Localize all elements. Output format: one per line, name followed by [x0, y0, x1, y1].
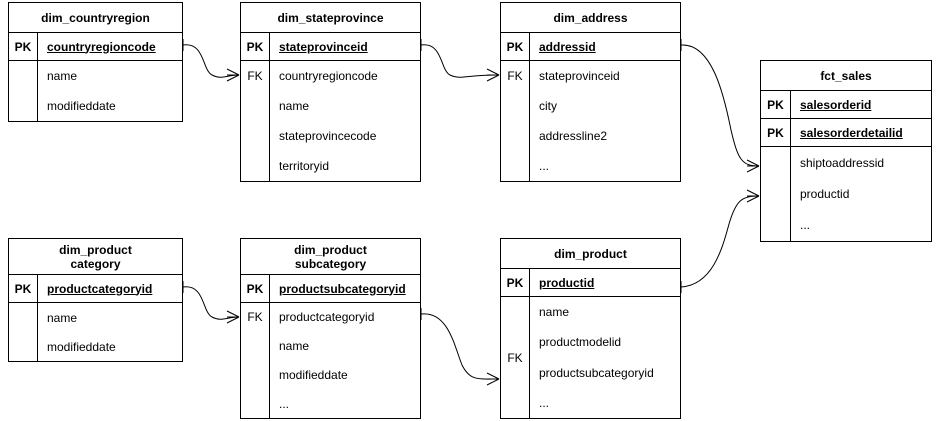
relationship-productcategory-subcategory	[182, 281, 240, 324]
key-label-fk: FK	[241, 61, 270, 181]
attribute-productid: productid	[539, 275, 595, 290]
attribute-productcategoryid: productcategoryid	[47, 281, 153, 296]
entity-key-row[interactable]: PK addressid	[501, 33, 680, 61]
entity-key-row[interactable]: PK productsubcategoryid	[241, 275, 420, 303]
attribute-list: stateprovinceid city addressline2 ...	[530, 61, 680, 181]
entity-attribute-block: name modifieddate	[9, 303, 182, 361]
attribute-productsubcategoryid: productsubcategoryid	[539, 365, 654, 380]
entity-key-row[interactable]: PK productid	[501, 269, 680, 297]
entity-fct-sales[interactable]: fct_sales PK salesorderid PK salesorderd…	[760, 60, 932, 242]
attribute-stateprovincecode: stateprovincecode	[279, 129, 377, 143]
attribute-productsubcategoryid: productsubcategoryid	[279, 281, 406, 296]
attribute-list: name productmodelid productsubcategoryid…	[530, 297, 680, 418]
attribute-salesorderdetailid: salesorderdetailid	[800, 125, 903, 140]
entity-key-row[interactable]: PK stateprovinceid	[241, 33, 420, 61]
attribute-countryregioncode: countryregioncode	[279, 69, 378, 83]
attribute-stateprovinceid: stateprovinceid	[279, 39, 368, 54]
entity-attribute-block: name modifieddate	[9, 61, 182, 121]
attribute-list: shiptoaddressid productid ...	[791, 147, 931, 241]
entity-attribute-block: shiptoaddressid productid ...	[761, 147, 931, 241]
key-label-pk: PK	[501, 269, 530, 296]
key-label-pk: PK	[9, 275, 38, 302]
entity-title: dim_address	[501, 3, 680, 33]
attribute-ellipsis: ...	[539, 395, 550, 410]
entity-dim-address[interactable]: dim_address PK addressid FK stateprovinc…	[500, 2, 681, 182]
attribute-shiptoaddressid: shiptoaddressid	[800, 155, 885, 170]
entity-dim-product[interactable]: dim_product PK productid FK name product…	[500, 238, 681, 419]
key-label-none	[9, 61, 38, 121]
entity-key-row[interactable]: PK countryregioncode	[9, 33, 182, 61]
attribute-salesorderid: salesorderid	[800, 97, 872, 112]
attribute-stateprovinceid: stateprovinceid	[539, 69, 620, 83]
entity-attribute-block: FK stateprovinceid city addressline2 ...	[501, 61, 680, 181]
attribute-modifieddate: modifieddate	[47, 99, 116, 113]
attribute-addressline2: addressline2	[539, 129, 608, 143]
attribute-addressid: addressid	[539, 39, 596, 54]
key-label-fk: FK	[241, 303, 270, 418]
entity-title: dim_product	[501, 239, 680, 269]
entity-key-row[interactable]: PK productcategoryid	[9, 275, 182, 303]
key-label-pk: PK	[761, 119, 791, 146]
key-label-pk: PK	[241, 33, 270, 60]
attribute-name: name	[47, 69, 78, 83]
key-label-fk: FK	[501, 297, 530, 418]
attribute-name: name	[279, 339, 310, 354]
key-label-pk: PK	[761, 91, 791, 118]
attribute-productid: productid	[800, 186, 850, 201]
entity-dim-productcategory[interactable]: dim_product category PK productcategoryi…	[8, 238, 183, 362]
attribute-list: name modifieddate	[38, 303, 182, 361]
attribute-name: name	[47, 310, 78, 325]
attribute-territoryid: territoryid	[279, 159, 330, 173]
attribute-ellipsis: ...	[800, 218, 811, 233]
attribute-countryregioncode: countryregioncode	[47, 39, 156, 54]
attribute-name: name	[539, 305, 570, 320]
relationship-stateprovince-address	[420, 39, 500, 82]
attribute-ellipsis: ...	[539, 159, 550, 173]
attribute-productmodelid: productmodelid	[539, 335, 622, 350]
entity-key-row[interactable]: PK salesorderdetailid	[761, 119, 931, 147]
attribute-list: countryregioncode name stateprovincecode…	[270, 61, 420, 181]
key-label-pk: PK	[241, 275, 270, 302]
entity-title: dim_countryregion	[9, 3, 182, 33]
entity-attribute-block: FK productcategoryid name modifieddate .…	[241, 303, 420, 418]
attribute-productcategoryid: productcategoryid	[279, 310, 375, 325]
entity-dim-productsubcategory[interactable]: dim_product subcategory PK productsubcat…	[240, 238, 421, 419]
relationship-subcategory-product	[420, 308, 500, 386]
attribute-modifieddate: modifieddate	[47, 339, 116, 354]
entity-attribute-block: FK countryregioncode name stateprovincec…	[241, 61, 420, 181]
entity-title: dim_stateprovince	[241, 3, 420, 33]
key-label-fk: FK	[501, 61, 530, 181]
attribute-list: name modifieddate	[38, 61, 182, 121]
attribute-list: productcategoryid name modifieddate ...	[270, 303, 420, 418]
attribute-name: name	[279, 99, 310, 113]
entity-attribute-block: FK name productmodelid productsubcategor…	[501, 297, 680, 418]
key-label-pk: PK	[501, 33, 530, 60]
entity-dim-countryregion[interactable]: dim_countryregion PK countryregioncode n…	[8, 2, 183, 122]
key-label-pk: PK	[9, 33, 38, 60]
entity-title: dim_product subcategory	[241, 239, 420, 275]
relationship-countryregion-stateprovince	[182, 39, 240, 82]
key-label-none	[761, 147, 791, 241]
entity-title: fct_sales	[761, 61, 931, 91]
relationship-product-fctsales	[680, 189, 760, 293]
entity-title: dim_product category	[9, 239, 182, 275]
attribute-modifieddate: modifieddate	[279, 367, 348, 382]
relationship-address-fctsales	[680, 39, 760, 173]
attribute-city: city	[539, 99, 557, 113]
attribute-ellipsis: ...	[279, 396, 290, 411]
entity-key-row[interactable]: PK salesorderid	[761, 91, 931, 119]
key-label-none	[9, 303, 38, 361]
entity-dim-stateprovince[interactable]: dim_stateprovince PK stateprovinceid FK …	[240, 2, 421, 182]
